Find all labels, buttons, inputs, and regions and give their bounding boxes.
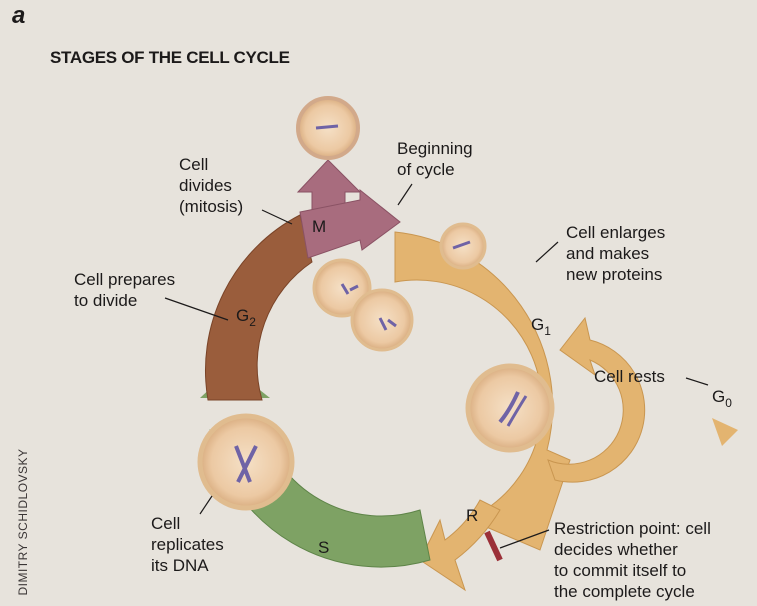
pointer-divides xyxy=(262,210,292,224)
label-restriction-line1: Restriction point: cell xyxy=(554,518,711,539)
stage-m: M xyxy=(312,217,326,236)
label-enlarges-line3: new proteins xyxy=(566,264,665,285)
label-enlarges-line1: Cell enlarges xyxy=(566,222,665,243)
label-beginning-line2: of cycle xyxy=(397,159,473,180)
label-restriction: Restriction point: cell decides whether … xyxy=(554,518,711,602)
label-cell-divides-line1: Cell xyxy=(179,154,243,175)
cell-g1-small xyxy=(441,224,485,268)
cell-daughter-top xyxy=(298,98,358,158)
stage-g0: G0 xyxy=(712,387,732,410)
label-cell-divides: Cell divides (mitosis) xyxy=(179,154,243,217)
label-prepares-line1: Cell prepares xyxy=(74,269,175,290)
label-enlarges-line2: and makes xyxy=(566,243,665,264)
g0-return-arrow xyxy=(712,418,738,446)
g2-arc xyxy=(205,215,312,400)
label-restriction-line4: the complete cycle xyxy=(554,581,711,602)
label-cell-divides-line3: (mitosis) xyxy=(179,196,243,217)
stage-s: S xyxy=(318,538,329,557)
label-restriction-line3: to commit itself to xyxy=(554,560,711,581)
stage-g1-main: G xyxy=(531,315,544,334)
g1-to-s-arrow xyxy=(420,500,500,590)
stage-g2-sub: 2 xyxy=(249,315,256,329)
stage-r: R xyxy=(466,506,478,525)
stage-g1-sub: 1 xyxy=(544,324,551,338)
stage-g0-main: G xyxy=(712,387,725,406)
label-prepares-line2: to divide xyxy=(74,290,175,311)
pointer-replicates xyxy=(200,496,212,514)
cell-g1-large xyxy=(468,366,552,450)
illustrator-credit: DIMITRY SCHIDLOVSKY xyxy=(16,447,30,597)
label-replicates: Cell replicates its DNA xyxy=(151,513,224,576)
pointer-rests xyxy=(686,378,708,385)
label-replicates-line2: replicates xyxy=(151,534,224,555)
pointer-enlarges xyxy=(536,242,558,262)
label-replicates-line1: Cell xyxy=(151,513,224,534)
label-beginning-line1: Beginning xyxy=(397,138,473,159)
label-enlarges: Cell enlarges and makes new proteins xyxy=(566,222,665,285)
label-restriction-line2: decides whether xyxy=(554,539,711,560)
restriction-mark xyxy=(487,532,500,560)
label-rests: Cell rests xyxy=(594,366,665,387)
stage-g0-sub: 0 xyxy=(725,396,732,410)
label-prepares: Cell prepares to divide xyxy=(74,269,175,311)
label-replicates-line3: its DNA xyxy=(151,555,224,576)
label-cell-divides-line2: divides xyxy=(179,175,243,196)
cell-replicating xyxy=(200,416,292,508)
label-beginning: Beginning of cycle xyxy=(397,138,473,180)
stage-g2-main: G xyxy=(236,306,249,325)
pointer-beginning xyxy=(398,184,412,205)
